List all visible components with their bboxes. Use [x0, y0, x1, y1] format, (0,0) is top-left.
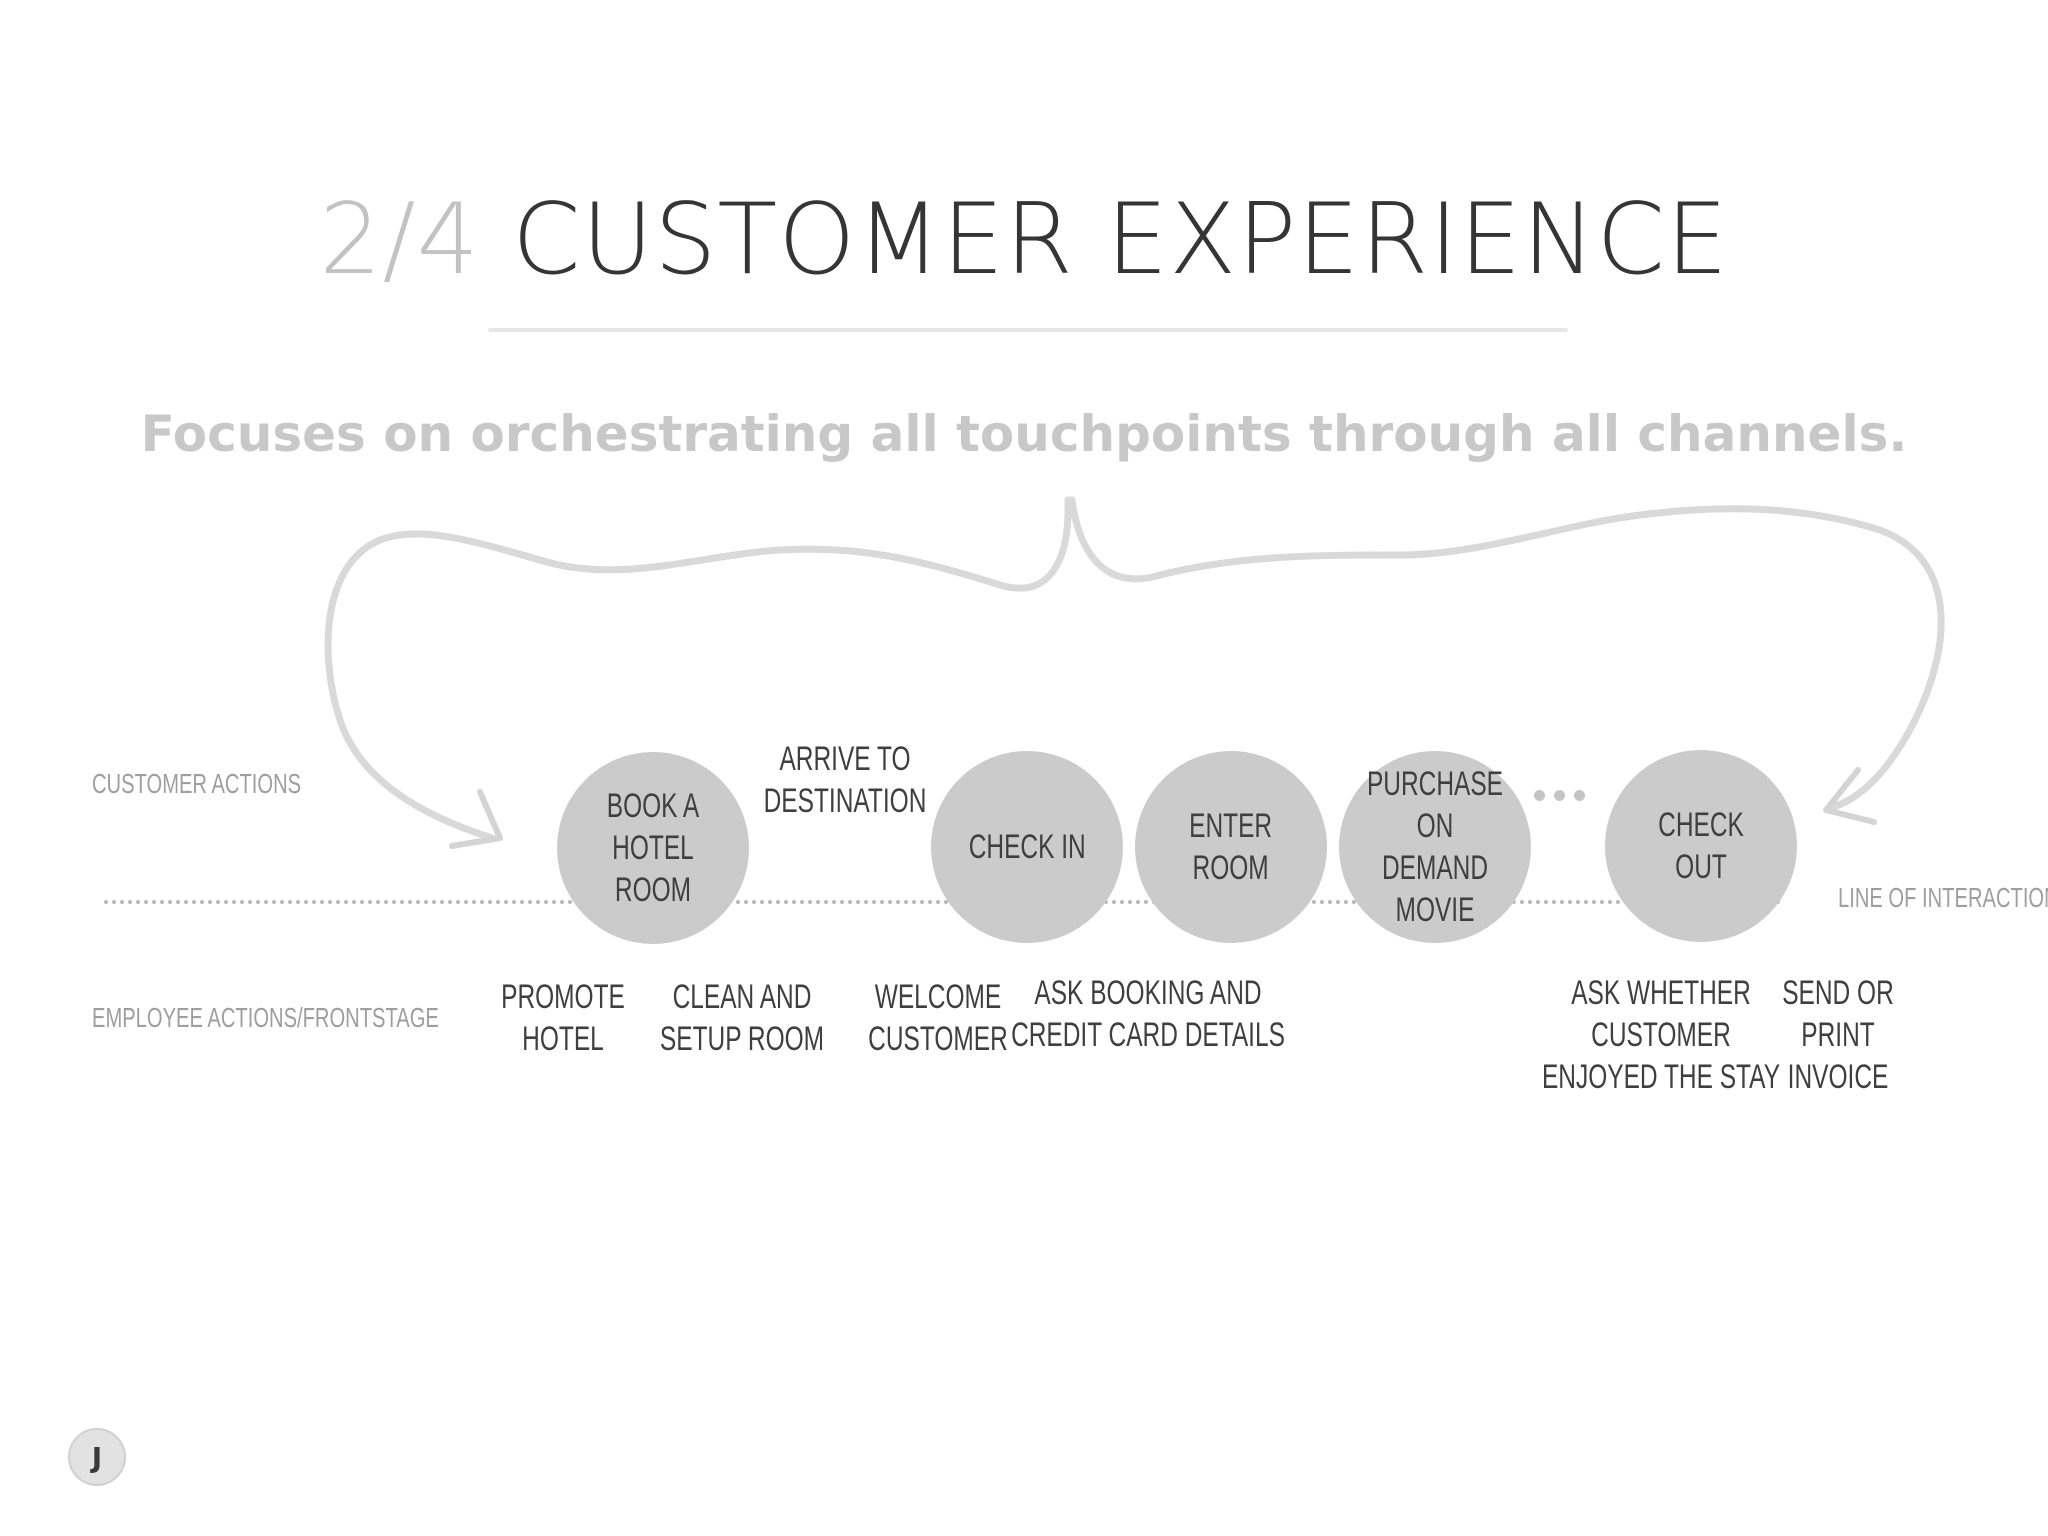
step-label: Check out — [1658, 806, 1744, 886]
employee-action-send-invoice: Send or print invoice — [1782, 974, 1894, 1096]
more-steps-ellipsis-icon — [1534, 790, 1585, 801]
lane-label-line-of-interaction: Line of Interaction — [1838, 882, 2048, 913]
lane-label-customer-actions: Customer Actions — [92, 768, 302, 799]
step-label: Enter room — [1189, 807, 1273, 887]
employee-action-welcome-customer: Welcome customer — [868, 978, 1008, 1058]
step-enter-room: Enter room — [1135, 751, 1327, 943]
right-arrowhead-icon — [1823, 767, 1877, 825]
step-label: Check in — [968, 828, 1086, 866]
logo-badge: J — [68, 1428, 126, 1486]
lane-label-employee-actions: Employee Actions/Frontstage — [92, 1002, 439, 1033]
brace-left-arm — [324, 496, 1072, 842]
left-arrowhead-icon — [449, 789, 503, 849]
step-purchase-movie: Purchase on demand movie — [1339, 751, 1531, 943]
title-divider — [488, 328, 1568, 332]
section-number: 2/4 — [319, 183, 480, 297]
step-check-in: Check in — [931, 751, 1123, 943]
subtitle: Focuses on orchestrating all touchpoints… — [140, 405, 1908, 463]
page-title: 2/4 CUSTOMER EXPERIENCE — [0, 180, 2048, 300]
section-title: CUSTOMER EXPERIENCE — [512, 183, 1729, 297]
employee-action-clean-room: Clean and setup room — [659, 978, 825, 1058]
step-book-hotel-room: Book a hotel room — [557, 752, 749, 944]
step-arrive-destination: Arrive to destination — [763, 740, 927, 820]
line-of-interaction — [104, 900, 1782, 904]
step-check-out: Check out — [1605, 750, 1797, 942]
employee-action-ask-booking: Ask booking and credit card details — [1011, 974, 1285, 1054]
employee-action-promote-hotel: Promote hotel — [501, 978, 625, 1058]
step-label: Purchase on demand movie — [1366, 765, 1504, 929]
step-label: Book a hotel room — [606, 787, 700, 909]
brace-right-arm — [1068, 496, 1945, 812]
employee-action-ask-enjoyed: Ask whether customer enjoyed the stay — [1541, 974, 1781, 1096]
